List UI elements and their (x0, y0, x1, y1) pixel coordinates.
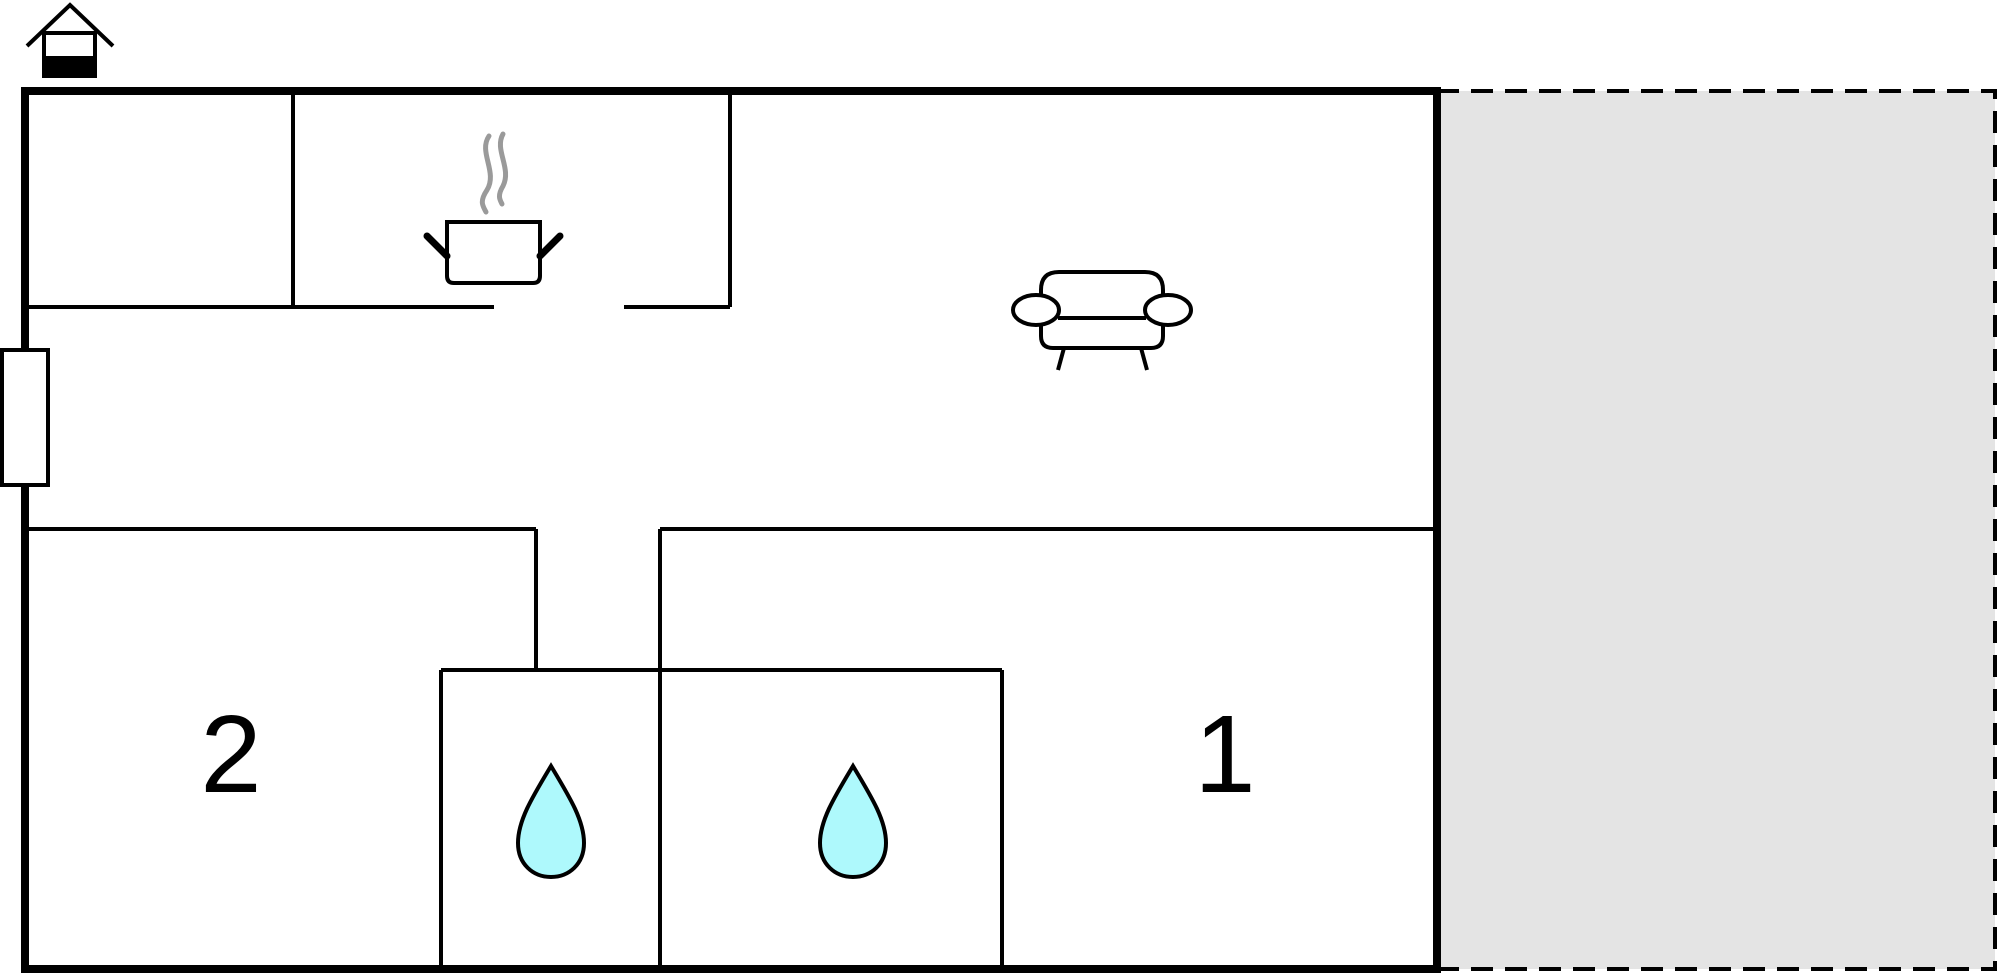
water-drop-icon (817, 762, 889, 880)
entrance-door (0, 348, 50, 487)
cooking-pot-icon (423, 131, 564, 285)
bedroom-1-label: 1 (1194, 693, 1255, 816)
bedroom-2-label: 2 (200, 693, 261, 816)
sofa-icon (1011, 270, 1193, 371)
terrace-area (1435, 89, 1997, 971)
water-drop-icon (515, 762, 587, 880)
interior-walls (25, 91, 1437, 969)
house-entrance-icon (25, 2, 115, 78)
